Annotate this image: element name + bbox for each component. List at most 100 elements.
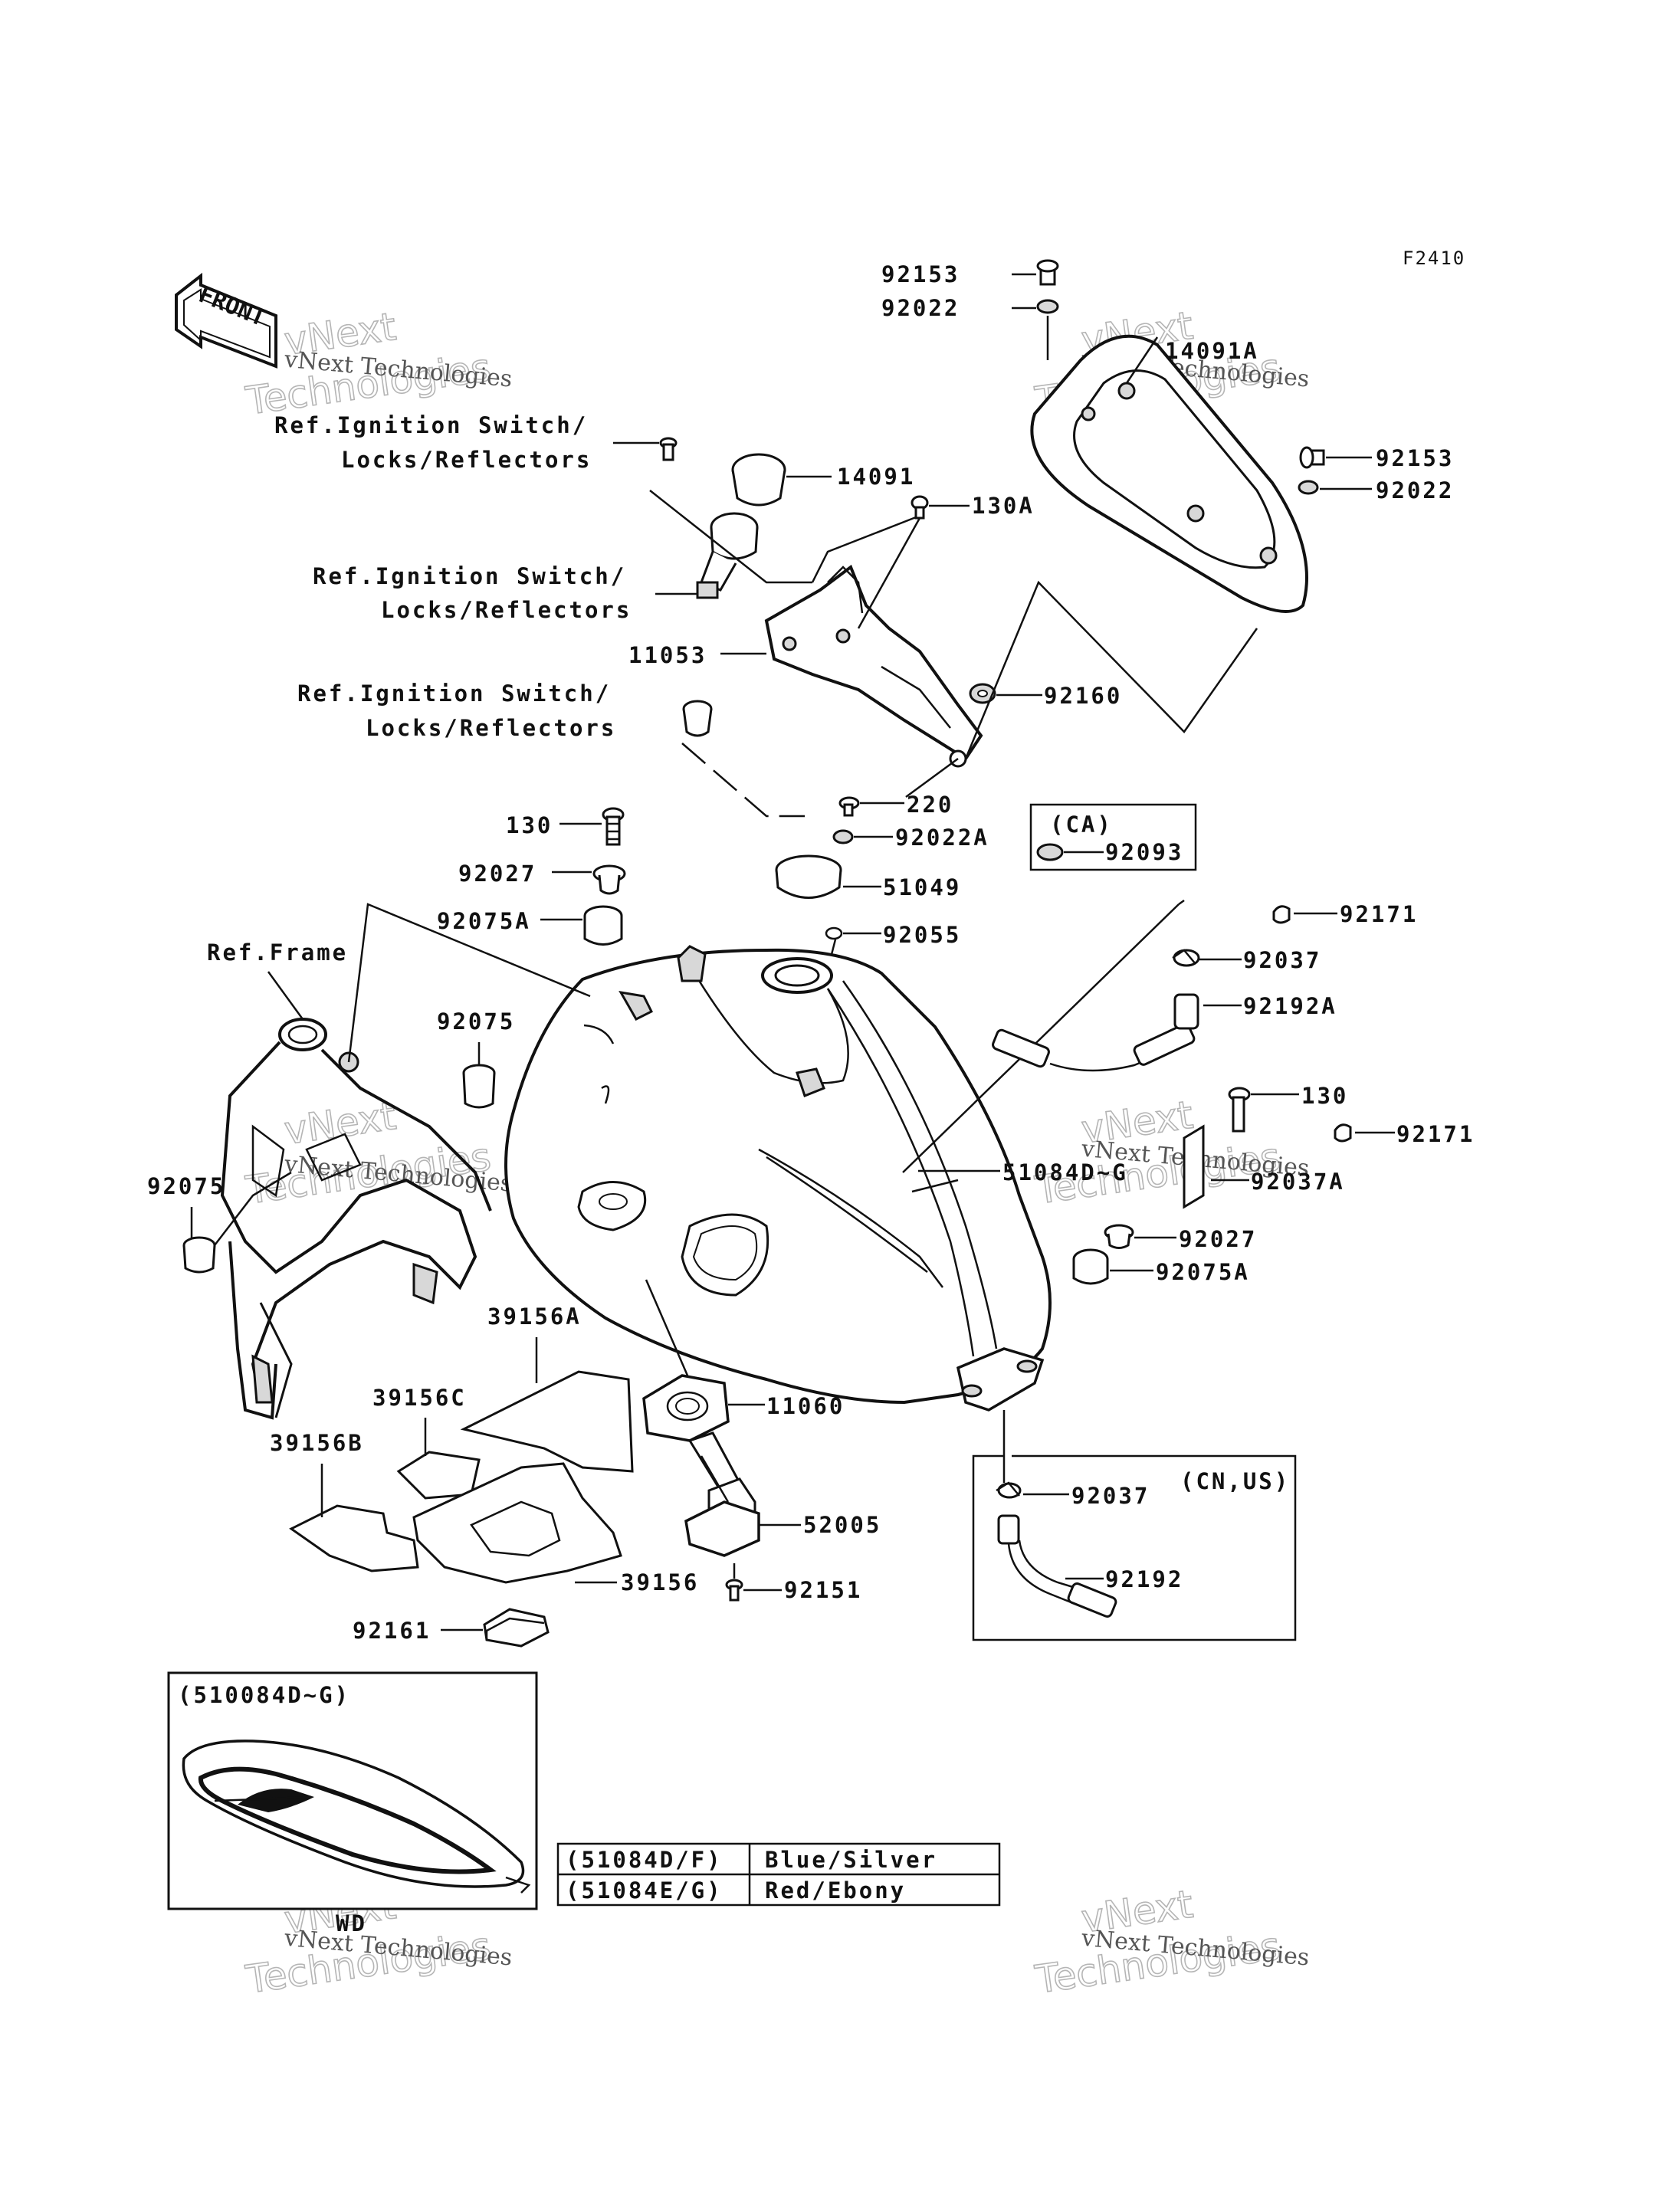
label-130-left: 130 bbox=[506, 812, 553, 838]
label-ref-ignition-1-line1: Ref.Ignition Switch/ bbox=[274, 412, 588, 438]
damper-92075-left-icon bbox=[182, 1236, 216, 1274]
label-39156: 39156 bbox=[621, 1569, 699, 1595]
label-92153-top: 92153 bbox=[881, 261, 960, 287]
label-ref-ignition-2-line2: Locks/Reflectors bbox=[381, 597, 632, 623]
label-130-right: 130 bbox=[1301, 1083, 1348, 1109]
label-ref-ignition-1-line2: Locks/Reflectors bbox=[341, 447, 592, 473]
bolt-130-right-icon bbox=[1228, 1087, 1251, 1133]
o-ring-92055-icon bbox=[825, 926, 843, 940]
label-92022-right: 92022 bbox=[1376, 477, 1454, 503]
label-92075-left: 92075 bbox=[147, 1173, 225, 1199]
bracket-92037A-icon bbox=[1183, 1124, 1205, 1209]
label-92022A: 92022A bbox=[895, 825, 989, 851]
damper-92075A-right-icon bbox=[1072, 1248, 1109, 1285]
label-52005: 52005 bbox=[803, 1512, 881, 1538]
label-92075A-left: 92075A bbox=[437, 908, 531, 934]
label-92161: 92161 bbox=[353, 1618, 431, 1644]
tank-graphic-icon bbox=[182, 1740, 531, 1894]
label-92037-bottom: 92037 bbox=[1071, 1483, 1150, 1509]
color-table-row2-code: (51084E/G) bbox=[566, 1877, 723, 1904]
insulator-39156B-icon bbox=[289, 1504, 419, 1572]
ca-label: (CA) bbox=[1050, 812, 1113, 838]
insulator-39156C-icon bbox=[396, 1451, 481, 1500]
label-220: 220 bbox=[907, 792, 953, 818]
front-arrow-icon: FRONT bbox=[175, 272, 277, 369]
ignition-switch-body-icon bbox=[696, 512, 759, 599]
color-table-row2-color: Red/Ebony bbox=[765, 1877, 906, 1904]
label-ref-ignition-2-line1: Ref.Ignition Switch/ bbox=[313, 563, 626, 589]
grommet-92160-icon bbox=[969, 683, 996, 704]
collar-92027-left-icon bbox=[592, 864, 626, 895]
label-92151: 92151 bbox=[784, 1577, 862, 1603]
color-table: (51084D/F) Blue/Silver (51084E/G) Red/Eb… bbox=[556, 1842, 1001, 1907]
inset-caption: WD bbox=[336, 1910, 367, 1936]
diagram-code: F2410 bbox=[1403, 248, 1465, 269]
damper-92075-upper-icon bbox=[462, 1064, 496, 1109]
label-ref-frame: Ref.Frame bbox=[207, 939, 348, 966]
label-ref-ignition-3-line2: Locks/Reflectors bbox=[366, 715, 616, 741]
label-92171-right: 92171 bbox=[1396, 1121, 1475, 1147]
label-51049: 51049 bbox=[883, 874, 961, 900]
fuel-pump-52005-icon bbox=[684, 1431, 760, 1557]
label-92093: 92093 bbox=[1105, 839, 1183, 865]
bolt-ref1-icon bbox=[659, 437, 678, 461]
label-130A: 130A bbox=[972, 493, 1035, 519]
label-92171-top: 92171 bbox=[1340, 901, 1418, 927]
clip-92037-top-icon bbox=[1172, 949, 1200, 967]
clamp-92171-top-icon bbox=[1272, 905, 1291, 924]
meter-cover-14091A-icon bbox=[1030, 334, 1308, 613]
part-92022-top-icon bbox=[1036, 299, 1059, 314]
svg-text:vNext: vNext bbox=[282, 1094, 399, 1153]
label-14091A: 14091A bbox=[1165, 338, 1259, 364]
screw-92151-icon bbox=[725, 1579, 743, 1602]
rubber-plug-icon bbox=[682, 700, 713, 737]
label-92192: 92192 bbox=[1105, 1566, 1183, 1592]
clip-92037-bottom-icon bbox=[996, 1481, 1022, 1499]
part-92153-top-icon bbox=[1036, 259, 1059, 286]
hose-92192A-icon bbox=[992, 993, 1199, 1072]
label-92153-right: 92153 bbox=[1376, 445, 1454, 471]
cn-us-label: (CN,US) bbox=[1180, 1468, 1290, 1494]
label-92075A-right: 92075A bbox=[1156, 1259, 1250, 1285]
label-92055: 92055 bbox=[883, 922, 961, 948]
label-11060: 11060 bbox=[766, 1393, 845, 1419]
clamp-92171-right-icon bbox=[1334, 1123, 1352, 1143]
label-11053: 11053 bbox=[628, 642, 707, 668]
inset-title: (510084D~G) bbox=[178, 1682, 350, 1708]
label-92160: 92160 bbox=[1044, 683, 1122, 709]
nut-92093-icon bbox=[1036, 843, 1064, 861]
label-39156A: 39156A bbox=[487, 1303, 582, 1330]
pad-92161-icon bbox=[483, 1608, 550, 1648]
bolt-130A-icon bbox=[911, 495, 929, 520]
ca-box: (CA) 92093 bbox=[1029, 803, 1197, 871]
color-table-row1-color: Blue/Silver bbox=[765, 1847, 937, 1873]
label-39156C: 39156C bbox=[372, 1385, 467, 1411]
color-table-row1-code: (51084D/F) bbox=[566, 1847, 723, 1873]
label-92037-top: 92037 bbox=[1243, 947, 1321, 973]
collar-92027-right-icon bbox=[1104, 1224, 1134, 1249]
hose-92192-icon bbox=[997, 1514, 1117, 1618]
part-92022-right-icon bbox=[1298, 480, 1319, 495]
inset-tank-graphic-box: (510084D~G) WD bbox=[167, 1671, 538, 1936]
label-39156B: 39156B bbox=[270, 1430, 364, 1456]
damper-92075A-left-icon bbox=[583, 905, 623, 946]
label-14091: 14091 bbox=[837, 464, 915, 490]
bracket-11053-icon bbox=[764, 564, 983, 768]
screw-220-icon bbox=[838, 796, 860, 817]
bolt-130-left-icon bbox=[602, 807, 625, 846]
label-51084: 51084D~G bbox=[1002, 1159, 1128, 1185]
fuel-tank-51084-icon bbox=[504, 945, 1052, 1412]
label-ref-ignition-3-line1: Ref.Ignition Switch/ bbox=[297, 680, 611, 707]
insulator-39156-icon bbox=[412, 1462, 622, 1584]
cn-us-box bbox=[972, 1410, 1297, 1641]
label-92027-right: 92027 bbox=[1179, 1226, 1257, 1252]
part-92153-right-icon bbox=[1299, 446, 1325, 469]
gasket-11060-icon bbox=[642, 1374, 730, 1442]
insulator-39156A-icon bbox=[460, 1370, 634, 1473]
label-92022-top: 92022 bbox=[881, 295, 960, 321]
label-92037A: 92037A bbox=[1251, 1169, 1345, 1195]
label-92192A: 92192A bbox=[1243, 993, 1337, 1019]
frame-ref-icon bbox=[220, 1018, 492, 1420]
